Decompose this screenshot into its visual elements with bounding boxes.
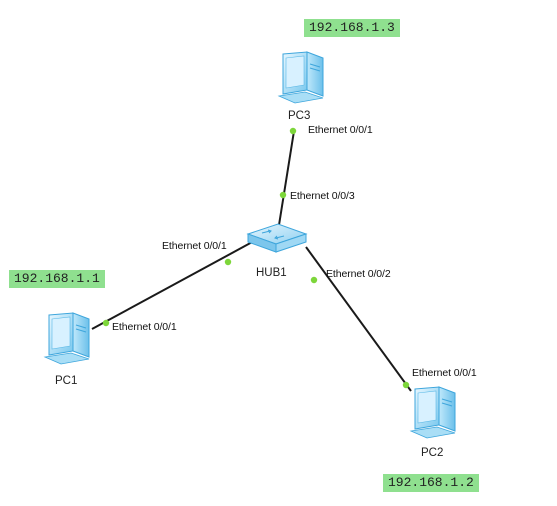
pc2-label: PC2 — [421, 447, 444, 459]
link-hub1-pc2 — [305, 246, 412, 392]
port-dot-pc2-e001 — [402, 381, 410, 389]
pc2-icon[interactable] — [409, 386, 456, 439]
link-hub1-pc1 — [91, 239, 257, 330]
port-label-hub1-e001: Ethernet 0/0/1 — [162, 240, 227, 252]
port-dot-hub1-e002 — [310, 276, 318, 284]
port-label-hub1-e002: Ethernet 0/0/2 — [326, 268, 391, 280]
port-label-pc3-e001: Ethernet 0/0/1 — [308, 124, 373, 136]
port-dot-pc3-e001 — [289, 127, 297, 135]
pc3-icon[interactable] — [277, 51, 324, 104]
port-label-pc1-e001: Ethernet 0/0/1 — [112, 321, 177, 333]
pc2-ip-label: 192.168.1.2 — [383, 474, 479, 492]
pc1-icon[interactable] — [43, 312, 90, 365]
hub1-icon[interactable] — [246, 223, 308, 253]
hub1-label: HUB1 — [256, 267, 287, 279]
port-label-pc2-e001: Ethernet 0/0/1 — [412, 367, 477, 379]
port-dot-pc1-e001 — [102, 319, 110, 327]
pc1-ip-label: 192.168.1.1 — [9, 270, 105, 288]
link-hub1-pc3 — [278, 130, 295, 226]
port-label-hub1-e003: Ethernet 0/0/3 — [290, 190, 355, 202]
pc3-label: PC3 — [288, 110, 311, 122]
port-dot-hub1-e001 — [224, 258, 232, 266]
pc3-ip-label: 192.168.1.3 — [304, 19, 400, 37]
pc1-label: PC1 — [55, 375, 78, 387]
port-dot-hub1-e003 — [279, 191, 287, 199]
